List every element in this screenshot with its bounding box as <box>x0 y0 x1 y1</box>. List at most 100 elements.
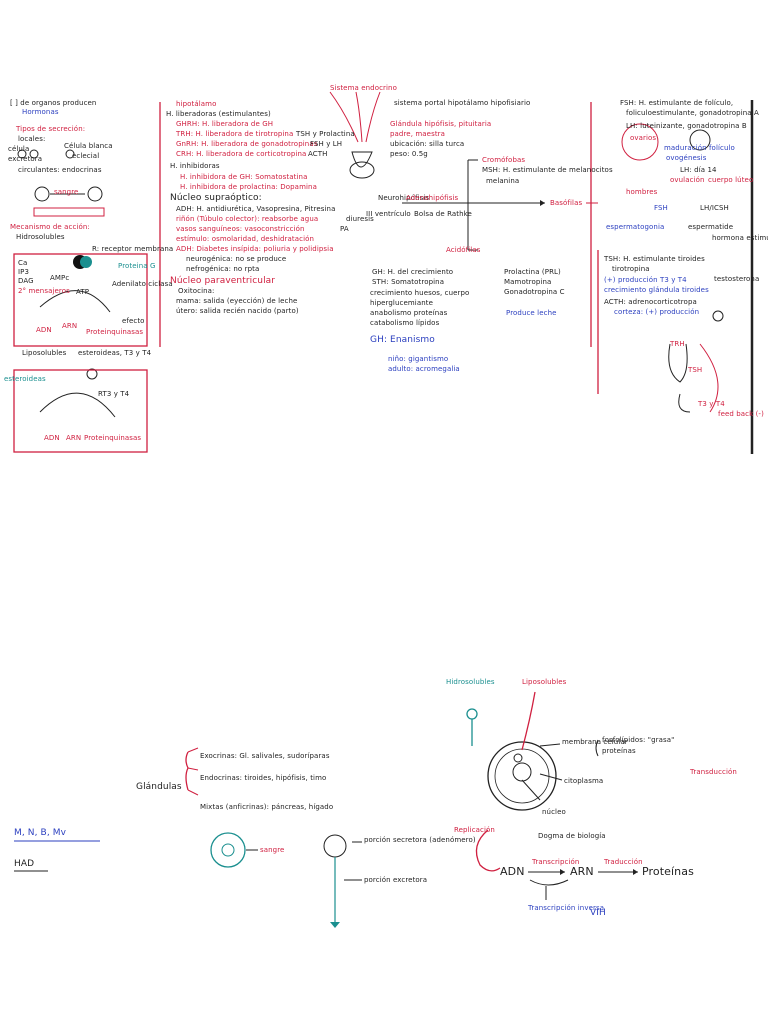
note-cell: célula <box>8 145 30 153</box>
note-steroids-t3-t4: esteroideas, T3 y T4 <box>78 349 152 357</box>
note-crh: CRH: H. liberadora de corticotropina <box>176 150 307 158</box>
note-paraventricular-nucleus: Núcleo paraventricular <box>170 276 276 286</box>
note-somatostatin: H. inhibidora de GH: Somatostatina <box>180 173 308 181</box>
note-ghrh: GHRH: H. liberadora de GH <box>176 120 274 128</box>
note-gigantism: niño: gigantismo <box>388 355 449 363</box>
note-g-protein: Proteina G <box>118 262 156 270</box>
note-organs-hormones: [ ] de organos producen <box>10 99 97 107</box>
note-hyperglycemic: hiperglucemiante <box>370 299 434 307</box>
note-rt3-t4: RT3 y T4 <box>98 390 130 398</box>
note-chromophobes: Cromófobas <box>482 156 526 164</box>
note-endocrine: Endocrinas: tiroides, hipófisis, timo <box>200 774 327 782</box>
note-liposoluble: Liposolubles <box>22 349 67 357</box>
note-gh: GH: H. del crecimiento <box>372 268 454 276</box>
note-protein-kinases-2: Proteinquinasas <box>84 434 142 442</box>
note-fsh-lh: FSH y LH <box>310 140 343 148</box>
note-breast-milk: mama: salida (eyección) de leche <box>176 297 298 305</box>
note-gonadotropin-c: Gonadotropina C <box>504 288 565 296</box>
note-circulating: circulantes: endocrinas <box>18 166 102 174</box>
note-membrane-receptor: R: receptor membrana <box>92 245 174 253</box>
note-releasing-hormones: H. liberadoras (estimulantes) <box>166 110 271 118</box>
note-diabetes-insipidus: ADH: Diabetes insípida: poliuria y polid… <box>176 245 334 253</box>
note-acth-adreno: ACTH: adrenocorticotropa <box>604 298 697 306</box>
note-cytoplasm: citoplasma <box>564 777 604 785</box>
note-endocrine-system: Sistema endocrino <box>330 84 397 92</box>
note-corpus-luteum: cuerpo lúteo <box>708 176 754 184</box>
note-trh-loop: TRH <box>670 340 685 348</box>
note-trh: TRH: H. liberadora de tirotropina <box>176 130 294 138</box>
note-liposoluble-2: Liposolubles <box>522 678 567 686</box>
note-follicle-stimulating: foliculoestimulante, gonadotropina A <box>626 109 759 117</box>
note-sth: STH: Somatotropina <box>372 278 445 286</box>
note-thyroid-growth: crecimiento glándula tiroides <box>604 286 709 294</box>
note-t3-t4-production: (+) producción T3 y T4 <box>604 276 687 284</box>
note-melanin: melanina <box>486 177 520 185</box>
note-oxytocin: Oxitocina: <box>178 287 215 295</box>
note-nephrogenic: nefrogénica: no rpta <box>186 265 260 273</box>
note-growth: crecimiento huesos, cuerpo <box>370 289 470 297</box>
note-tsh-prolactin: TSH y Prolactina <box>296 130 355 138</box>
note-adh: ADH: H. antidiurética, Vasopresina, Pitr… <box>176 205 336 213</box>
note-adn: ADN <box>500 865 525 878</box>
note-arn: ARN <box>570 865 594 878</box>
note-hormones: Hormonas <box>22 108 59 116</box>
note-testosterone: testosterona <box>714 275 760 283</box>
note-men: hombres <box>626 188 658 196</box>
note-pituitary-gland: Glándula hipófisis, pituitaria <box>390 120 492 128</box>
note-steroids: esteroideas <box>4 375 46 383</box>
note-spermatid: espermatide <box>688 223 734 231</box>
note-adenohypophysis: Adenohipófisis <box>406 194 459 202</box>
note-excretory: excretora <box>8 155 43 163</box>
note-fsh-men: FSH <box>654 204 668 212</box>
note-protein-kinases-1: Proteinquinasas <box>86 328 144 336</box>
note-cortex-production: corteza: (+) producción <box>614 308 700 316</box>
note-ovulation: ovulación <box>670 176 705 184</box>
note-sella-turcica: ubicación: silla turca <box>390 140 465 148</box>
note-rathke-pouch: Bolsa de Rathke <box>414 210 472 218</box>
note-white-cell: Célula blanca <box>64 142 113 150</box>
note-ip3: IP3 <box>18 268 30 276</box>
note-dag: DAG <box>18 277 34 285</box>
note-adn-1: ADN <box>36 326 52 334</box>
note-neurohypophysis: Neurohipófisis <box>378 194 430 202</box>
note-thyrotropin: tirotropina <box>612 265 650 273</box>
note-proteins-2: Proteínas <box>642 865 694 878</box>
note-nucleus: núcleo <box>542 808 566 816</box>
note-ovogenesis: ovogénesis <box>666 154 707 162</box>
note-spermatogonia: espermatogonia <box>606 223 665 231</box>
note-mamotropin: Mamotropina <box>504 278 552 286</box>
note-gnrh: GnRH: H. liberadora de gonadotropinas <box>176 140 318 148</box>
note-feedback: feed back (-) <box>718 410 764 418</box>
note-t3-t4-loop: T3 y T4 <box>698 400 725 408</box>
note-glands: Glándulas <box>136 782 182 792</box>
whiteboard-glands-biology-notes: Glándulas Exocrinas: Gl. salivales, sudo… <box>0 650 768 972</box>
note-uterus-birth: útero: salida recién nacido (parto) <box>176 307 299 315</box>
note-tsh-thyroid: TSH: H. estimulante tiroides <box>604 255 705 263</box>
note-blood-2: sangre <box>260 846 285 854</box>
note-third-ventricle: III ventrículo <box>366 210 411 218</box>
note-neurogenic: neurogénica: no se produce <box>186 255 287 263</box>
note-hypothalamus: hipotálamo <box>176 100 217 108</box>
note-basophils: Basófilas <box>550 199 583 207</box>
note-pa: PA <box>340 225 349 233</box>
note-reverse-transcription: Transcripción inversa <box>528 904 605 912</box>
whiteboard-endocrine-notes: [ ] de organos producen Hormonas Tipos d… <box>0 82 768 454</box>
note-secretion-types: Tipos de secreción: <box>16 125 86 133</box>
note-local: locales: <box>18 135 46 143</box>
note-lipid-catabolism: catabolismo lípidos <box>370 319 440 327</box>
note-master: padre, maestra <box>390 130 446 138</box>
note-acidophils: Acidófilas <box>446 246 481 254</box>
note-acromegaly: adulto: acromegalia <box>388 365 460 373</box>
note-action-mechanism: Mecanismo de acción: <box>10 223 90 231</box>
note-lh: LH: luteinizante, gonadotropina B <box>626 122 747 130</box>
note-proteins: proteínas <box>602 747 636 755</box>
note-cell-membrane: membrana celular <box>562 738 628 746</box>
note-arn-1: ARN <box>62 322 78 330</box>
note-secretory-portion: porción secretora (adenómero) <box>364 836 476 844</box>
note-effect: efecto <box>122 317 145 325</box>
note-hydrosoluble: Hidrosolubles <box>16 233 65 241</box>
note-ovaries: ovarios <box>630 134 657 142</box>
note-transcription: Transcripción <box>532 858 580 866</box>
note-supraoptic-nucleus: Núcleo supraóptico: <box>170 193 262 203</box>
note-blood-vessels: vasos sanguíneos: vasoconstricción <box>176 225 305 233</box>
